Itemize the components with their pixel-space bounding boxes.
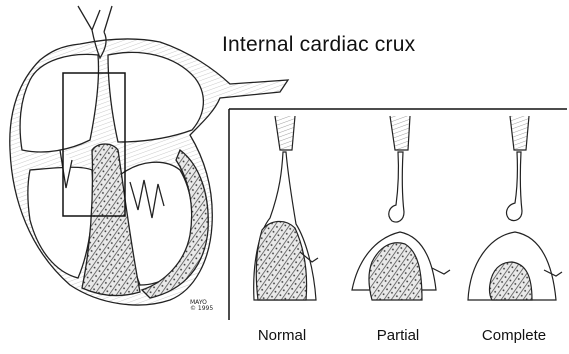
caption-complete: Complete [482, 327, 546, 344]
panel-complete-drawing [468, 116, 562, 300]
copyright-mark: MAYO © 1995 [190, 300, 213, 312]
caption-normal: Normal [258, 327, 306, 344]
panel-normal-drawing [254, 116, 318, 300]
caption-partial: Partial [377, 327, 420, 344]
figure-title: Internal cardiac crux [222, 33, 415, 57]
panel-partial-drawing [352, 116, 450, 300]
left-ventricle-cavity [28, 167, 93, 278]
